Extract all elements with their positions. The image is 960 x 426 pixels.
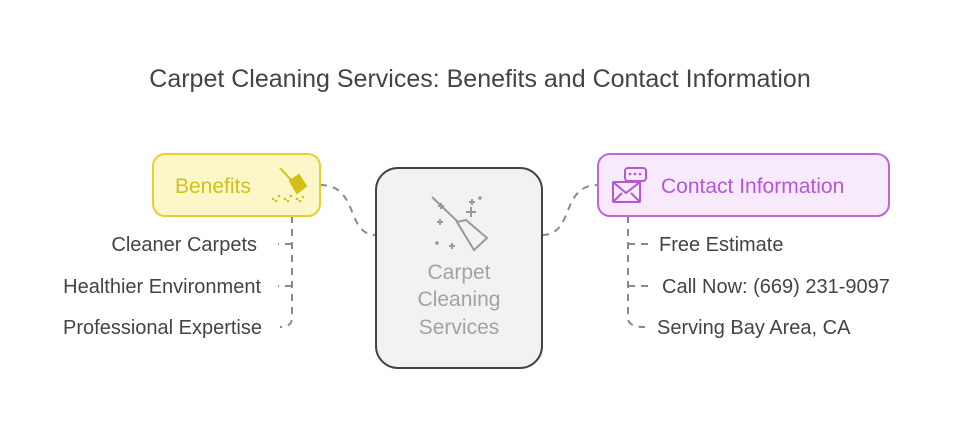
contact-node[interactable]: Contact Information: [597, 153, 890, 217]
contact-label: Contact Information: [661, 175, 844, 198]
benefit-item: Healthier Environment: [63, 276, 261, 298]
contact-item: Free Estimate: [659, 234, 783, 256]
contact-item: Serving Bay Area, CA: [657, 317, 851, 339]
diagram-title: Carpet Cleaning Services: Benefits and C…: [149, 65, 810, 93]
benefit-item: Cleaner Carpets: [111, 234, 257, 256]
connector-contact-items: [627, 216, 648, 328]
connector-benefits-items: [278, 216, 293, 328]
connector-center-contact: [541, 184, 599, 236]
center-label-line-3: Services: [419, 316, 500, 339]
mail-chat-icon: [612, 167, 647, 203]
broom-sweeping-icon: [271, 167, 308, 203]
connector-benefits-center: [319, 184, 377, 236]
center-label-line-2: Cleaning: [418, 288, 501, 311]
broom-sparkle-icon: [431, 196, 489, 252]
center-label-line-1: Carpet: [427, 261, 490, 284]
center-node[interactable]: Carpet Cleaning Services: [375, 167, 543, 369]
benefits-label: Benefits: [175, 175, 251, 198]
benefits-node[interactable]: Benefits: [152, 153, 321, 217]
benefit-item: Professional Expertise: [63, 317, 262, 339]
connectors: [278, 184, 648, 328]
contact-item: Call Now: (669) 231-9097: [662, 276, 890, 298]
